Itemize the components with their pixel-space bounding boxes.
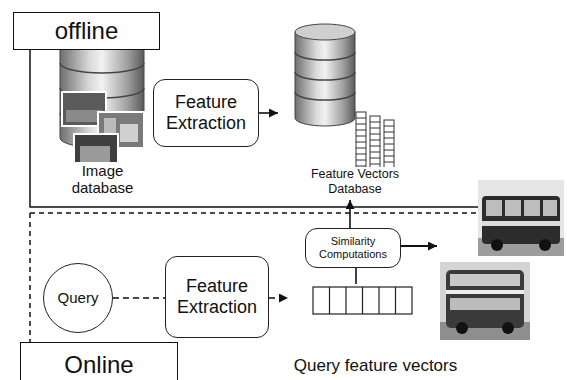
process-box: Feature Extraction xyxy=(153,79,259,147)
bus-photo xyxy=(478,180,564,256)
flow-arrow xyxy=(349,200,351,228)
database-icon xyxy=(295,24,355,40)
database-icon xyxy=(60,63,144,73)
vector-columns xyxy=(356,118,366,172)
region-label: Online xyxy=(20,342,178,380)
flow-arrow xyxy=(259,112,278,114)
query-circle: Query xyxy=(43,263,113,333)
vector-cells xyxy=(330,287,396,314)
bus-photo xyxy=(502,322,514,334)
bus-photo xyxy=(524,200,540,216)
photo-thumbnails xyxy=(66,110,102,122)
bus-photo xyxy=(539,239,551,251)
process-box: Feature Extraction xyxy=(165,256,269,338)
process-box: Similarity Computations xyxy=(305,228,401,268)
bus-photo xyxy=(482,196,560,244)
bus-photo xyxy=(482,221,560,226)
database-icon xyxy=(60,38,144,148)
vector-node: Query feature vectors xyxy=(288,284,463,378)
node-text: Query xyxy=(58,289,99,306)
flow-arrow xyxy=(269,297,288,299)
database-icon xyxy=(295,24,355,126)
result-arrow xyxy=(401,245,437,247)
photo-thumbnails xyxy=(62,92,144,170)
bus-photo xyxy=(440,262,530,340)
node-text: offline xyxy=(55,17,119,45)
bus-photo xyxy=(456,322,468,334)
vector-columns xyxy=(370,122,380,170)
database-icon xyxy=(295,32,355,126)
bus-photo xyxy=(543,200,557,216)
bus-photo xyxy=(491,239,503,251)
flow-arrow xyxy=(355,268,357,284)
bus-photo xyxy=(486,200,502,216)
node-text: Online xyxy=(64,351,133,379)
bus-photo xyxy=(478,180,564,256)
database-node: Feature Vectors Database xyxy=(278,28,432,200)
flow-arrow xyxy=(113,297,165,299)
bus-photo xyxy=(450,274,520,286)
online-region-border xyxy=(30,212,540,214)
node-text: Query feature vectors xyxy=(292,356,459,376)
vector-cells xyxy=(313,287,412,314)
node-text: Image database xyxy=(47,162,158,197)
vector-columns xyxy=(384,126,394,168)
bus-photo xyxy=(450,298,520,310)
node-text: Feature Vectors Database xyxy=(282,167,428,196)
offline-region-border xyxy=(30,50,540,207)
database-icon xyxy=(295,92,355,100)
online-region-border xyxy=(29,213,31,342)
node-text: Similarity Computations xyxy=(310,235,396,260)
node-text: Feature Extraction xyxy=(172,276,262,317)
vector-cells xyxy=(313,287,412,314)
region-label: offline xyxy=(13,12,160,50)
database-icon xyxy=(295,72,355,80)
bus-photo xyxy=(505,200,521,216)
bus-photo xyxy=(440,262,530,340)
photo-thumbnails xyxy=(120,124,138,142)
node-text: Feature Extraction xyxy=(160,92,252,133)
database-icon xyxy=(295,52,355,60)
bus-photo xyxy=(446,270,524,328)
bus-photo xyxy=(446,290,524,294)
database-node: Image database xyxy=(45,30,160,198)
